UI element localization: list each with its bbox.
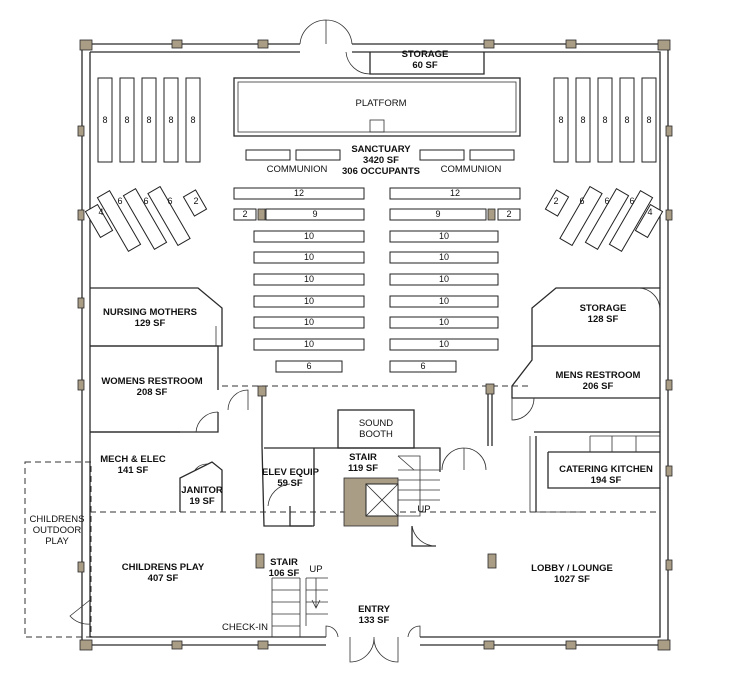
pew-number: 12 xyxy=(293,188,304,198)
pew-number: 6 xyxy=(167,196,173,206)
lower-stair xyxy=(255,553,497,637)
pew-number: 8 xyxy=(190,115,196,125)
center-pews-right xyxy=(389,187,521,373)
pew-number: 8 xyxy=(624,115,630,125)
pew-number: 10 xyxy=(303,252,314,262)
pew-number: 10 xyxy=(303,339,314,349)
stair-up-label: UP xyxy=(309,564,323,575)
pew-number: 10 xyxy=(438,339,449,349)
pew-number: 10 xyxy=(438,317,449,327)
left-rooms-walls xyxy=(90,287,223,512)
outdoor-play-boundary xyxy=(24,461,92,638)
pew-number: 10 xyxy=(303,231,314,241)
pew-number: 9 xyxy=(312,209,318,219)
pew-number: 6 xyxy=(143,196,149,206)
pew-number: 6 xyxy=(579,196,585,206)
right-rooms-walls xyxy=(511,287,661,513)
communion-table-left-1 xyxy=(245,149,291,161)
pew-number: 10 xyxy=(303,317,314,327)
side-pews-left xyxy=(97,77,201,163)
pew-number: 2 xyxy=(193,196,199,206)
pew-number: 9 xyxy=(435,209,441,219)
pew-number: 8 xyxy=(146,115,152,125)
communion-table-right-1 xyxy=(419,149,465,161)
pew-number: 4 xyxy=(647,207,653,217)
pew-number: 10 xyxy=(303,274,314,284)
communion-right-label: COMMUNION xyxy=(440,164,502,175)
pew-number: 8 xyxy=(646,115,652,125)
pew-number: 6 xyxy=(604,196,610,206)
center-pews-left xyxy=(233,187,365,373)
platform xyxy=(233,77,521,137)
pew-number: 8 xyxy=(168,115,174,125)
pew-number: 10 xyxy=(438,296,449,306)
pew-number: 10 xyxy=(438,252,449,262)
pew-number: 6 xyxy=(306,361,312,371)
pew-number: 6 xyxy=(117,196,123,206)
elevator-up-label: UP xyxy=(417,504,431,515)
childrens-play-door xyxy=(69,599,91,625)
pew-number: 8 xyxy=(580,115,586,125)
pew-number: 6 xyxy=(629,196,635,206)
pew-number: 8 xyxy=(602,115,608,125)
pew-number: 12 xyxy=(449,188,460,198)
pew-number: 8 xyxy=(124,115,130,125)
side-pews-right xyxy=(553,77,657,163)
pew-number: 2 xyxy=(553,196,559,206)
pew-number: 6 xyxy=(420,361,426,371)
angled-pews-right xyxy=(544,185,664,253)
pew-number: 10 xyxy=(438,274,449,284)
wall-columns xyxy=(77,39,673,651)
communion-left-label: COMMUNION xyxy=(266,164,328,175)
top-entry-doors xyxy=(299,19,353,45)
pew-number: 10 xyxy=(303,296,314,306)
pew-number: 2 xyxy=(506,209,512,219)
pew-number: 8 xyxy=(102,115,108,125)
pew-number: 2 xyxy=(242,209,248,219)
pew-number: 10 xyxy=(438,231,449,241)
platform-label: PLATFORM xyxy=(355,98,407,109)
entry-doors xyxy=(325,625,421,663)
central-core xyxy=(227,383,495,547)
angled-pews-left xyxy=(84,185,208,253)
communion-table-left-2 xyxy=(295,149,341,161)
communion-table-right-2 xyxy=(469,149,515,161)
pew-number: 4 xyxy=(98,207,104,217)
storage-top-room xyxy=(345,51,485,75)
check-in-label: CHECK-IN xyxy=(222,622,268,633)
pew-number: 8 xyxy=(558,115,564,125)
